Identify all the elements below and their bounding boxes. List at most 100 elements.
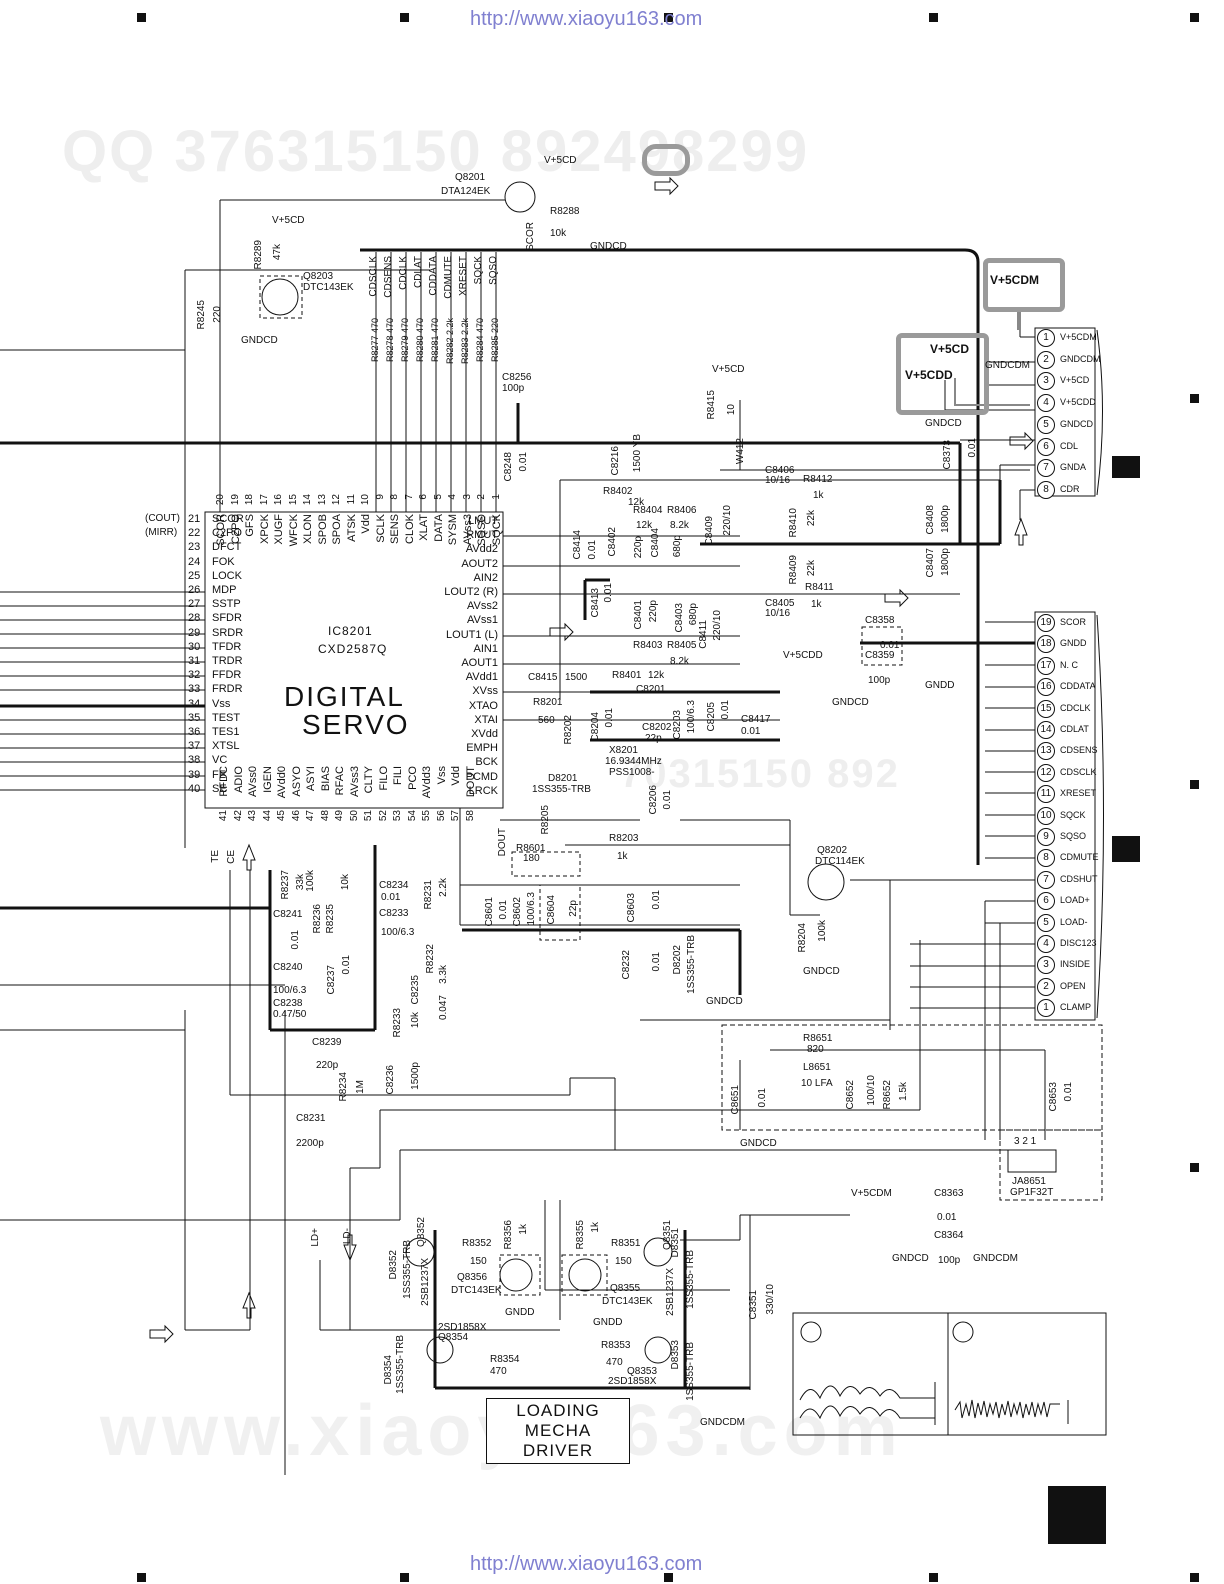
ic-pin-number: 24 — [188, 555, 201, 568]
resistor-label: R8282 2.2k — [445, 318, 455, 365]
r8201-ref: R8201 — [533, 697, 563, 708]
c8653-val: 0.01 — [1063, 1082, 1074, 1102]
c8604-ref: C8604 — [546, 895, 557, 925]
r8412-ref: R8412 — [803, 474, 833, 485]
c8204-ref: C8204 — [590, 712, 601, 742]
r8415-val: 10 — [726, 404, 737, 416]
r8401-ref: R8401 — [612, 670, 642, 681]
ic-pin-name: XVdd — [471, 728, 498, 740]
reg-mark — [137, 13, 146, 22]
connector-pin-name: CDR — [1060, 483, 1080, 494]
c8363-val: 0.01 — [937, 1212, 957, 1223]
r8245-val: 220 — [212, 306, 223, 323]
r8351-val: 150 — [615, 1256, 632, 1267]
c8603-ref: C8603 — [626, 893, 637, 923]
bus-label: CDCLK — [398, 256, 409, 290]
r8232-val: 3.3k — [438, 965, 449, 984]
ic-pin-number: 27 — [188, 598, 201, 611]
c8240-ref: C8240 — [273, 962, 303, 973]
connector-pin-number: 3 — [1037, 956, 1055, 975]
r8231-ref: R8231 — [423, 880, 434, 910]
ic-pin-number: 49 — [334, 810, 345, 822]
connector-pin-name: GNDCDM — [1060, 353, 1101, 364]
ic-pin-number: 22 — [188, 527, 201, 540]
ic-pin-name: RMUT — [466, 529, 498, 542]
r8356-ref: R8356 — [503, 1220, 514, 1250]
d8353-type: 1SS355-TRB — [685, 1342, 696, 1401]
reg-mark — [1190, 1573, 1199, 1582]
c8240-val: 100/6.3 — [273, 985, 307, 996]
bus-label: CDSCLK — [368, 256, 379, 297]
connector-pin-name: SQSO — [1060, 831, 1087, 841]
ic-pin-name: C2PO — [229, 514, 242, 544]
r8405-val: 8.2k — [670, 656, 689, 667]
ic-pin-name: WFCK — [287, 514, 300, 547]
q8203-ref: Q8203 — [303, 271, 334, 282]
c8653-ref: C8653 — [1048, 1082, 1059, 1112]
url-bottom[interactable]: http://www.xiaoyu163.com — [470, 1553, 703, 1575]
ic-note-mirr: (MIRR) — [145, 527, 178, 538]
c8401-ref: C8401 — [633, 600, 644, 630]
q8351-type: 2SB1237X — [665, 1268, 676, 1316]
ic-pin-name: LOUT2 (R) — [444, 586, 498, 598]
ic-pin-number: 35 — [188, 711, 201, 724]
connector-pin-name: LOAD+ — [1060, 895, 1090, 906]
q8351-ref: Q8351 — [662, 1220, 673, 1251]
r8652-val: 1.5k — [898, 1082, 909, 1101]
connector-pin-number: 2 — [1037, 977, 1055, 996]
reg-mark — [664, 13, 673, 22]
ic-pin-number: 11 — [345, 494, 357, 505]
d8352-type: 1SS355-TRB — [402, 1240, 413, 1299]
ic-pin-name: DOUT — [464, 766, 477, 798]
ic-pin-name: TFDR — [212, 640, 242, 653]
c8601-val: 0.01 — [498, 900, 509, 920]
r8651-val: 820 — [807, 1044, 824, 1055]
url-top[interactable]: http://www.xiaoyu163.com — [470, 8, 703, 30]
c8351-val: 330/10 — [765, 1284, 776, 1315]
ic-pin-name: XUGF — [273, 514, 285, 545]
c8234-ref: C8234 — [379, 880, 409, 891]
connector-pin-number: 8 — [1037, 849, 1055, 868]
c8202-val: 22p — [645, 733, 662, 744]
c8239-ref: C8239 — [312, 1037, 342, 1048]
connector-pin-name: GNDCD — [1060, 418, 1093, 429]
ic-pin-name: SSTP — [212, 598, 241, 611]
ic-pin-name: TRDR — [212, 655, 243, 667]
ic-pin-name: RFAC — [334, 766, 346, 796]
r8355-ref: R8355 — [575, 1220, 586, 1250]
connector-pin-number: 10 — [1037, 806, 1055, 825]
connector-pin-name: CDSHUT — [1060, 873, 1098, 884]
c8602-val: 100/6.3 — [526, 892, 537, 926]
ic-pin-name: BIAS — [319, 766, 332, 792]
c8403-ref: C8403 — [674, 603, 685, 633]
r8237-ref: R8237 — [280, 870, 291, 900]
ic-pin-name: C2PO — [212, 527, 242, 540]
connector-pin-number: 6 — [1037, 892, 1055, 911]
connector-pin-number: 7 — [1037, 870, 1055, 889]
c8235-ref: C8235 — [410, 975, 421, 1005]
c8408-val: 1800p — [940, 505, 951, 533]
connector-pin-name: XRESET — [1060, 788, 1097, 799]
ic-pin-name: XPCK — [258, 514, 271, 544]
ic-pin-name: TEST — [212, 711, 241, 724]
r8410-val: 22k — [806, 510, 817, 527]
c8405-val: 10/16 — [765, 608, 791, 619]
ic-pin-name: Vss — [212, 697, 231, 710]
ic-pin-name: LOUT1 (L) — [446, 628, 498, 641]
c8216-val: 1500 YB — [632, 434, 643, 473]
c8652-val: 100/10 — [866, 1075, 877, 1106]
ic-pin-name: ASYI — [305, 766, 317, 792]
r8353-val: 470 — [606, 1357, 623, 1368]
r8234-val: 1M — [355, 1080, 366, 1094]
l8651-ref: L8651 — [803, 1062, 831, 1073]
gnd-gndd-2: GNDD — [505, 1307, 535, 1318]
c8234-val: 0.01 — [381, 892, 401, 903]
c8413-val: 0.01 — [603, 583, 614, 603]
r8351-ref: R8351 — [611, 1238, 641, 1249]
callout-v5cdd-label: V+5CDD — [905, 368, 953, 382]
r8409-val: 22k — [806, 560, 817, 577]
ic-pin-number: 2 — [476, 494, 487, 500]
bus-label: CDLAT — [413, 256, 424, 289]
x8201-part: PSS1008- — [609, 767, 655, 778]
w412-label: W412 — [735, 438, 746, 465]
